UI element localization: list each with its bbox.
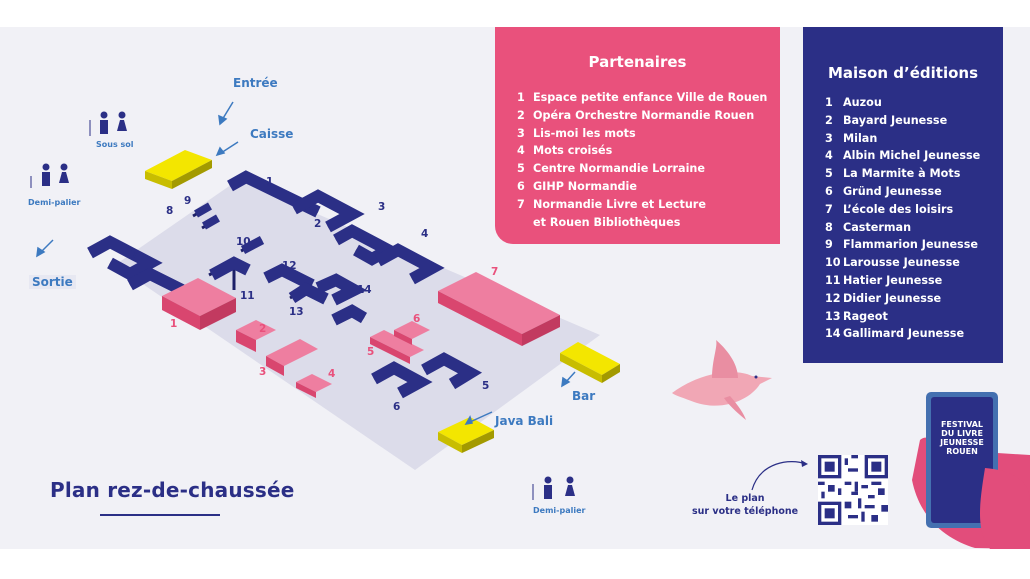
partner-stand-1: [162, 278, 236, 330]
partner-number: 4: [328, 368, 336, 380]
title-underline: [100, 514, 220, 516]
stand-number: 11: [240, 290, 255, 302]
phone-caption: Le plan sur votre téléphone: [692, 493, 799, 517]
stand-number: 7: [131, 249, 139, 261]
bird-illustration: [672, 340, 772, 420]
partner-number: 3: [259, 366, 267, 378]
stand-number: 6: [393, 401, 401, 413]
stand-number: 3: [378, 201, 386, 213]
stand-number: 2: [314, 218, 322, 230]
toilet-icon-demi-palier-bottom: [532, 476, 575, 500]
java-bali-label: Java Bali: [495, 414, 554, 428]
stand-number: 12: [282, 260, 297, 272]
list-item: et Rouen Bibliothèques: [533, 215, 681, 229]
sous-sol-label: Sous sol: [96, 140, 134, 149]
stand-number: 4: [421, 228, 429, 240]
partenaires-title: Partenaires: [588, 53, 687, 71]
bar-label: Bar: [572, 389, 596, 403]
bar-block: [560, 342, 620, 383]
stand-number: 9: [184, 195, 192, 207]
page-title: Plan rez-de-chaussée: [50, 478, 295, 502]
stand-number: 10: [236, 236, 251, 248]
phone-illustration: [912, 392, 1030, 549]
partner-stand-4: [296, 374, 332, 398]
caisse-block: [145, 150, 212, 189]
stand-number: 8: [166, 205, 174, 217]
stand-number: 13: [289, 306, 304, 318]
toilet-icon-sous-sol: [89, 111, 127, 136]
floor-area: [115, 180, 600, 470]
qr-code[interactable]: [818, 455, 888, 525]
partner-number: 7: [491, 266, 499, 278]
demi-palier-label: Demi-palier: [28, 198, 81, 207]
stand-number: 1: [266, 176, 274, 188]
partner-number: 2: [259, 323, 267, 335]
demi-palier-label: Demi-palier: [533, 506, 586, 515]
stand-number: 5: [482, 380, 490, 392]
partner-number: 1: [170, 318, 178, 330]
partner-number: 6: [413, 313, 421, 325]
partner-stand-5: [370, 330, 424, 364]
partner-stand-6: [394, 321, 430, 345]
caisse-label: Caisse: [250, 127, 294, 141]
partner-stand-7: [438, 272, 560, 346]
partner-number: 5: [367, 346, 375, 358]
java-bali-block: [438, 417, 494, 453]
partner-stand-2: [236, 320, 318, 376]
toilet-icon-demi-palier-left: [30, 163, 69, 188]
festival-logo: FESTIVAL DU LIVRE JEUNESSE ROUEN: [940, 420, 984, 456]
sortie-label: Sortie: [29, 275, 76, 289]
stand-number: 14: [357, 284, 372, 296]
maisons-title: Maison d’éditions: [827, 64, 979, 82]
entree-label: Entrée: [233, 76, 278, 90]
